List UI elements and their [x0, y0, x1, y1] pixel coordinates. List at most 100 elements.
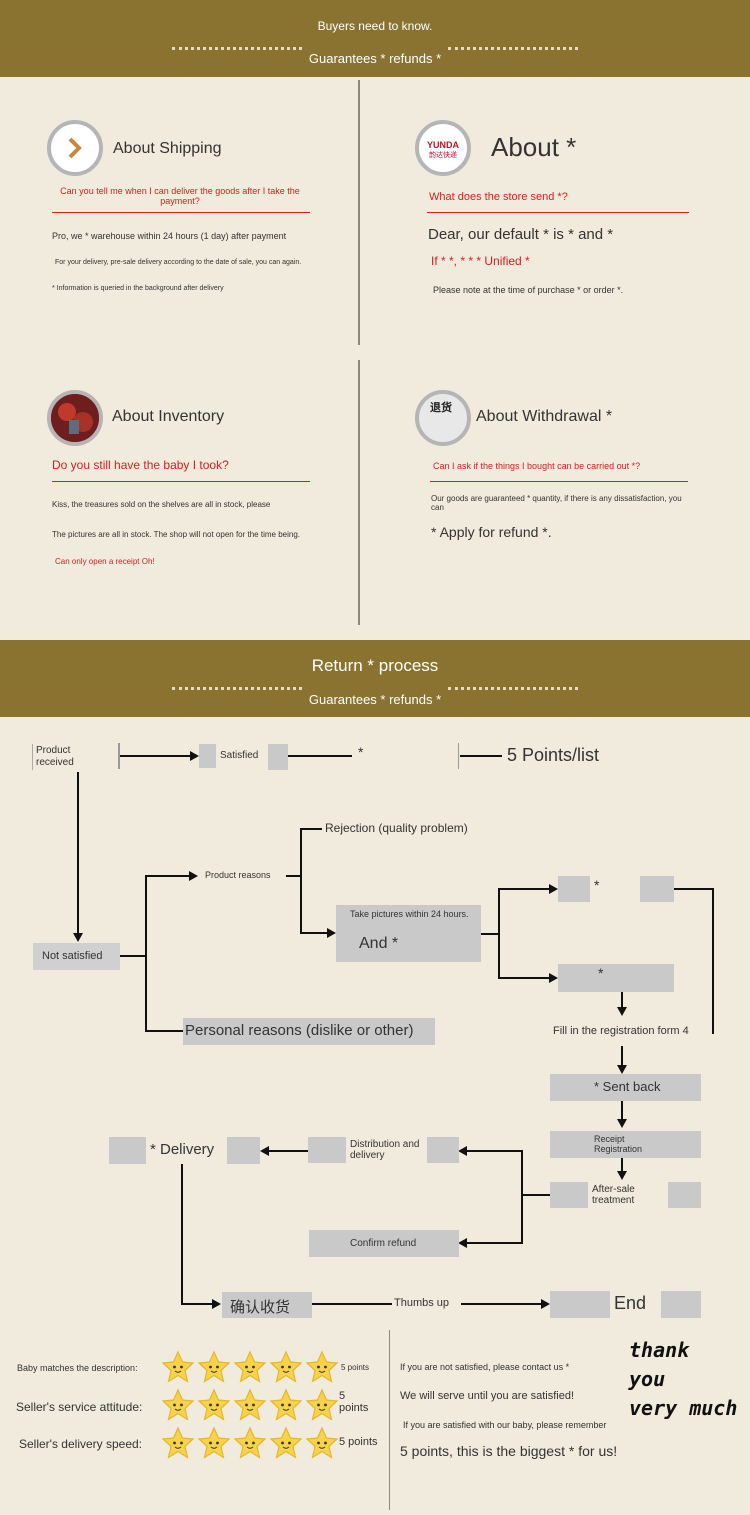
connector	[286, 875, 302, 877]
connector	[120, 955, 146, 957]
connector	[712, 888, 714, 1034]
dotted-rule-left	[172, 687, 302, 690]
connector	[77, 772, 79, 934]
and-star-label: And *	[359, 935, 399, 952]
connector	[466, 1150, 523, 1152]
connector	[120, 755, 192, 757]
arrow-head	[189, 871, 198, 881]
star-icon	[197, 1426, 231, 1460]
shipping-line-2: For your delivery, pre-sale delivery acc…	[55, 259, 302, 266]
arrow-head	[617, 1007, 627, 1016]
placeholder-box	[199, 744, 216, 768]
distribution-label: Distribution and delivery	[350, 1139, 420, 1161]
withdrawal-question: Can I ask if the things I bought can be …	[433, 461, 641, 471]
closing-line-4: 5 points, this is the biggest * for us!	[400, 1443, 618, 1459]
return-goods-icon: 退货	[415, 390, 471, 446]
red-underline	[430, 481, 688, 482]
express-line-2: If * *, * * * Unified *	[431, 254, 530, 268]
star-a: *	[594, 877, 600, 893]
connector	[118, 743, 120, 769]
star-icon	[197, 1350, 231, 1384]
yunda-logo: YUNDA 韵达快递	[415, 120, 471, 176]
withdrawal-line-1: Our goods are guaranteed * quantity, if …	[431, 494, 682, 512]
connector	[181, 1164, 183, 1305]
placeholder-box	[427, 1137, 459, 1163]
thanks-line-1: thank	[629, 1338, 690, 1362]
delivery-label: * Delivery	[150, 1141, 215, 1158]
arrow-head	[617, 1119, 627, 1128]
connector	[621, 1158, 623, 1172]
process-subtitle: Guarantees * refunds *	[308, 692, 442, 707]
connector	[621, 992, 623, 1008]
star-icon	[161, 1350, 195, 1384]
connector	[268, 1150, 308, 1152]
star-icon	[269, 1388, 303, 1422]
take-pictures-label: Take pictures within 24 hours.	[350, 909, 469, 919]
inventory-question: Do you still have the baby I took?	[52, 458, 229, 472]
connector	[621, 1101, 623, 1120]
withdrawal-title: About Withdrawal *	[476, 408, 613, 425]
star-icon	[305, 1388, 339, 1422]
star-icon	[269, 1350, 303, 1384]
connector	[145, 1030, 185, 1032]
process-title: Return * process	[311, 656, 439, 675]
arrow-head	[458, 1238, 467, 1248]
connector	[145, 875, 147, 1031]
dotted-rule-right	[448, 47, 578, 50]
placeholder-box	[668, 1182, 701, 1208]
closing-line-2: We will serve until you are satisfied!	[400, 1390, 575, 1402]
connector	[521, 1150, 523, 1244]
vertical-divider-bottom	[358, 360, 360, 625]
express-title: About *	[491, 132, 577, 162]
product-received-label: Product received	[36, 745, 74, 768]
sent-back-label: * Sent back	[594, 1079, 661, 1094]
product-reasons-label: Product reasons	[205, 870, 271, 880]
vertical-divider-top	[358, 80, 360, 345]
end-label: End	[614, 1293, 647, 1313]
placeholder-box	[268, 744, 288, 770]
placeholder-box	[661, 1291, 701, 1318]
arrow-head	[212, 1299, 221, 1309]
rating-label: Seller's service attitude:	[16, 1400, 143, 1414]
thumbs-up-label: Thumbs up	[394, 1297, 450, 1309]
receipt-registration-label: Receipt Registration	[594, 1134, 643, 1154]
rating-value: 5 points	[339, 1436, 378, 1448]
arrow-head	[541, 1299, 550, 1309]
sent-back-box	[550, 1074, 701, 1101]
personal-reasons-box	[183, 1018, 435, 1045]
top-banner: Buyers need to know. Guarantees * refund…	[0, 0, 750, 77]
thanks-line-2: you	[629, 1367, 666, 1391]
take-pictures-box	[336, 905, 481, 962]
dotted-rule-right	[448, 687, 578, 690]
placeholder-box	[550, 1182, 588, 1208]
placeholder-box	[308, 1137, 346, 1163]
star-icon	[161, 1388, 195, 1422]
withdrawal-line-2: * Apply for refund *.	[431, 524, 552, 540]
star-icon	[233, 1388, 267, 1422]
closing-line-3: If you are satisfied with our baby, plea…	[403, 1420, 607, 1430]
placeholder-box	[558, 964, 674, 992]
placeholder-box	[109, 1137, 146, 1164]
connector	[498, 888, 500, 978]
fill-form-label: Fill in the registration form 4	[553, 1025, 689, 1037]
rating-value: 5 points	[339, 1390, 369, 1414]
thanks-line-3: very much	[629, 1396, 738, 1420]
connector	[621, 1046, 623, 1066]
connector	[300, 828, 322, 830]
connector	[498, 888, 550, 890]
closing-line-1: If you are not satisfied, please contact…	[400, 1362, 570, 1372]
placeholder-box	[227, 1137, 260, 1164]
rejection-label: Rejection (quality problem)	[325, 821, 468, 835]
arrow-right-icon	[47, 120, 103, 176]
arrow-head	[617, 1065, 627, 1074]
process-banner: Return * process Guarantees * refunds *	[0, 640, 750, 717]
five-points-label: 5 Points/list	[507, 745, 600, 765]
connector	[145, 875, 191, 877]
connector	[300, 932, 328, 934]
placeholder-box	[640, 876, 674, 902]
not-satisfied-box	[33, 943, 120, 970]
inventory-photo	[47, 390, 103, 446]
express-line-1: Dear, our default * is * and *	[428, 226, 614, 243]
connector	[288, 755, 352, 757]
receipt-registration-box	[550, 1131, 701, 1158]
